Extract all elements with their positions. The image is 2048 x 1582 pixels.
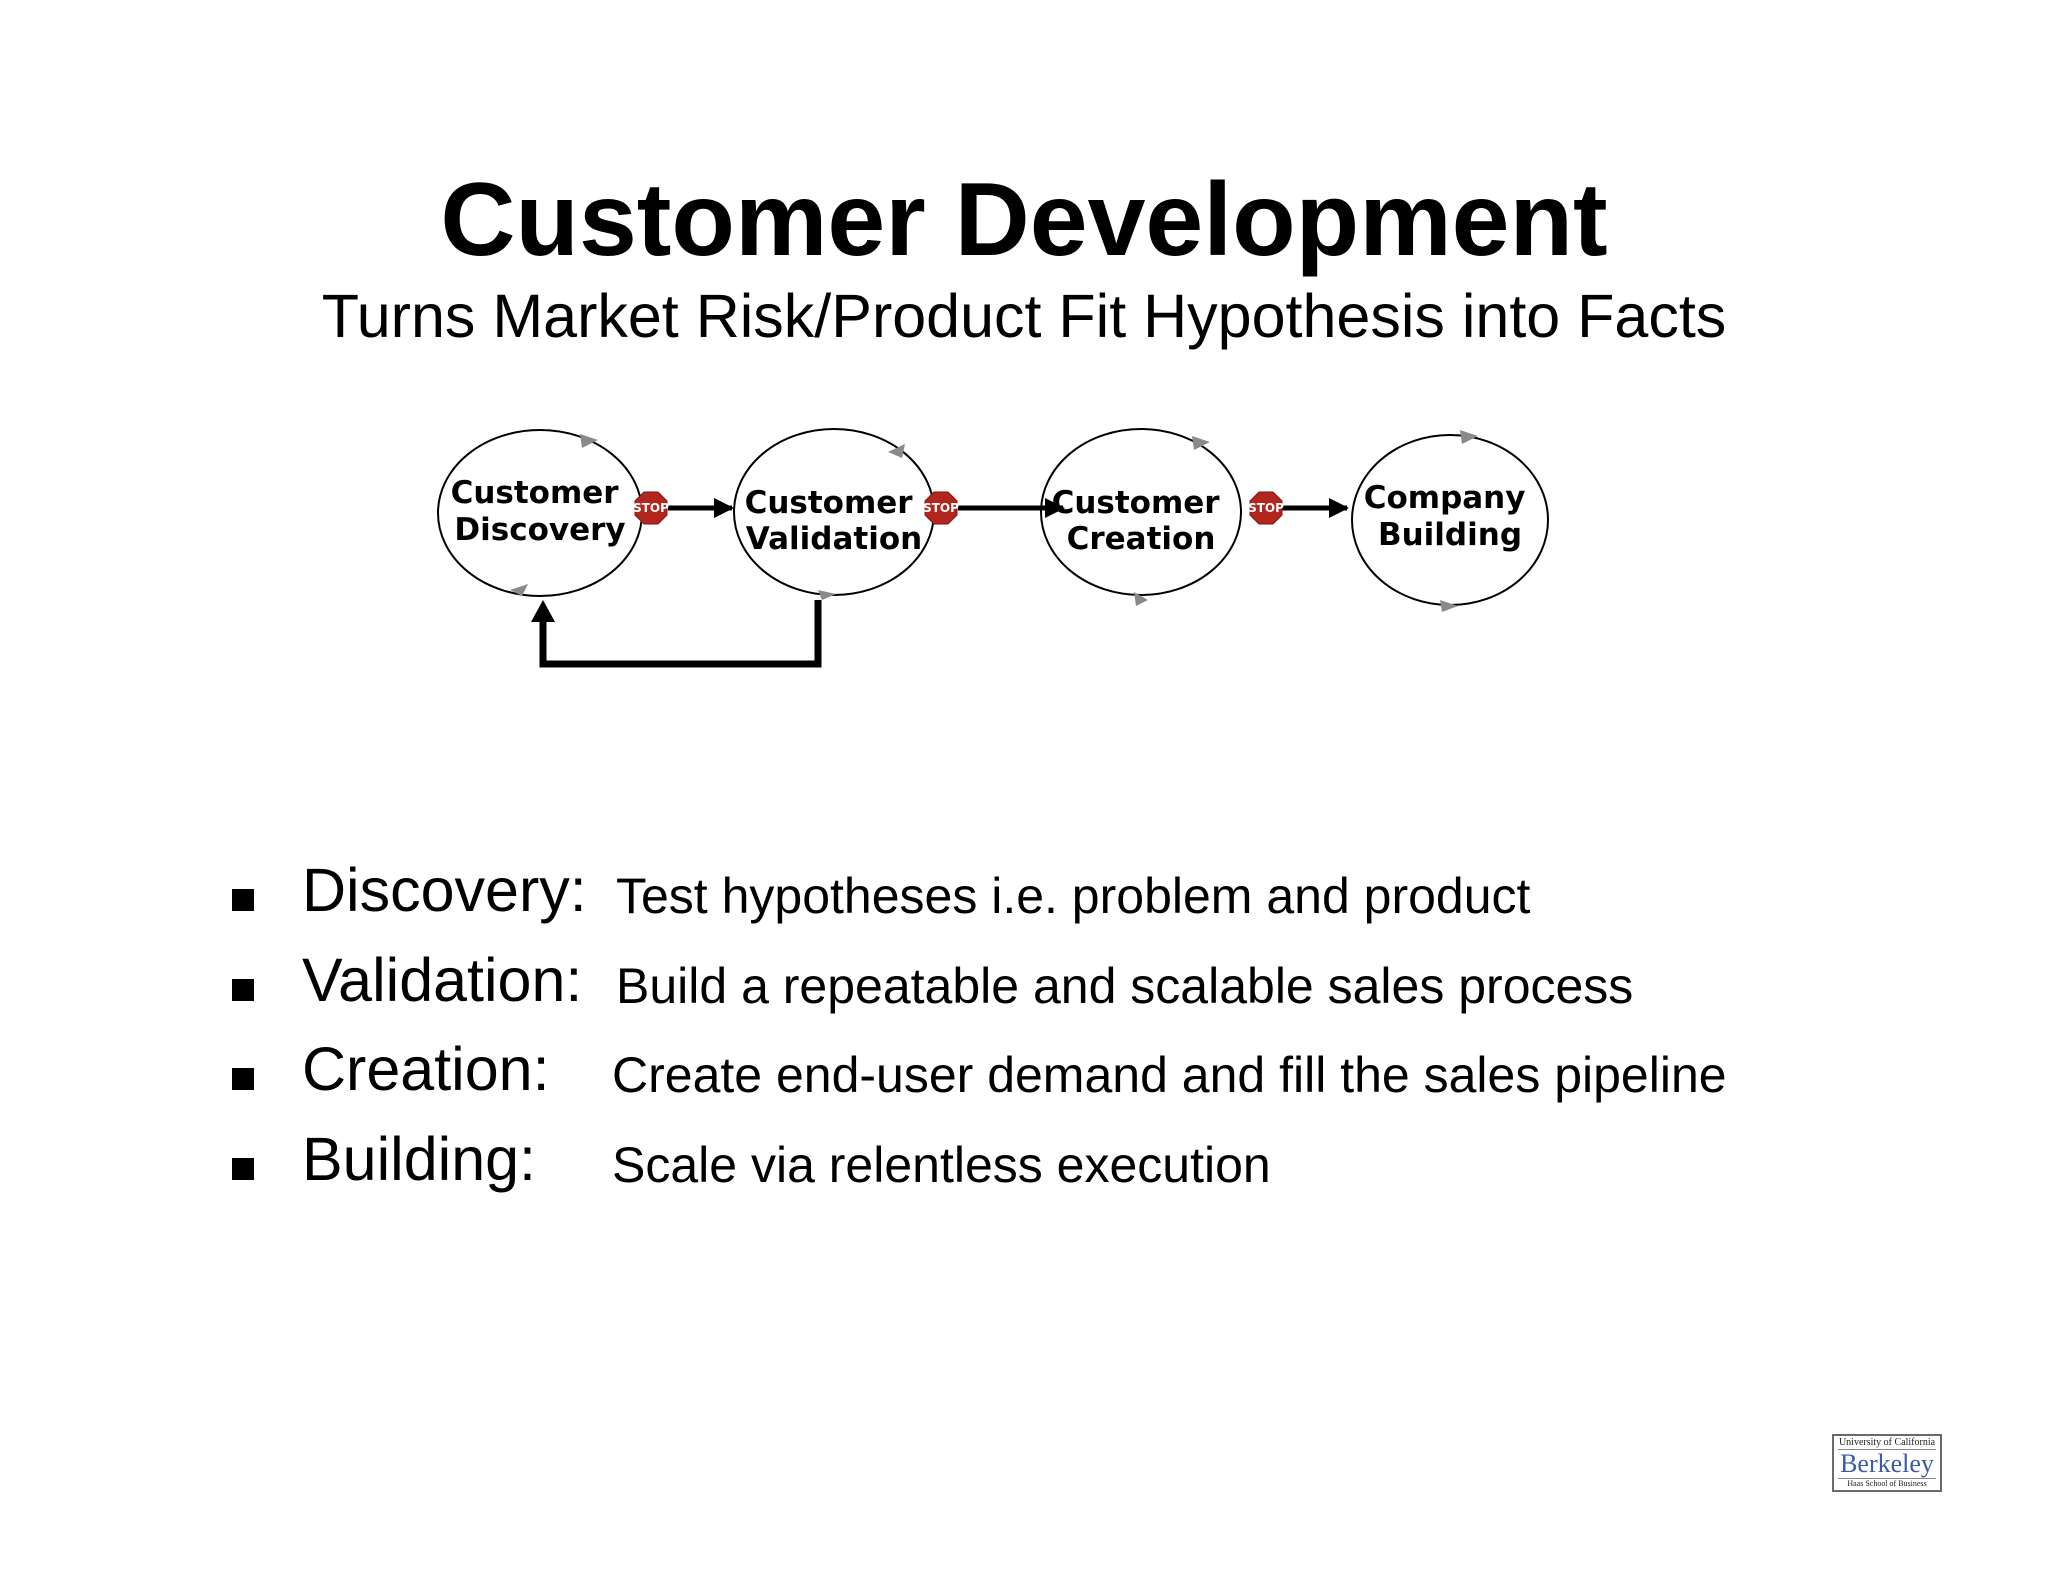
svg-text:Customer Discovery: Customer Discovery — [451, 475, 630, 548]
bullet-description: Scale via relentless execution — [612, 1137, 1271, 1193]
svg-text:Customer Validation: Customer Validation — [745, 485, 924, 557]
cycle-arrow-icon — [580, 434, 598, 448]
node-validation-line-2: Validation — [746, 521, 922, 557]
bullet-term: Building: — [302, 1125, 536, 1193]
stop-sign-text: STOP — [633, 501, 669, 515]
bullet-square-icon — [232, 1158, 254, 1180]
svg-text:Company Building: Company Building — [1364, 480, 1537, 553]
cycle-arrow-icon — [1460, 430, 1478, 444]
stop-sign-text: STOP — [923, 501, 959, 515]
cycle-arrowheads — [510, 430, 1478, 612]
bullet-term: Creation: — [302, 1035, 550, 1103]
svg-text:Customer Creation: Customer Creation — [1052, 485, 1231, 557]
bullet-description: Create end-user demand and fill the sale… — [612, 1047, 1727, 1103]
feedback-loop-arrow — [531, 600, 822, 668]
list-item: Building: Scale via relentless execution — [232, 1124, 1932, 1204]
stop-sign-icon: STOP — [923, 491, 959, 525]
slide-title: Customer Development — [440, 162, 1608, 278]
logo-top-text: University of California — [1838, 1437, 1936, 1450]
cycle-arrow-icon — [818, 590, 836, 600]
cycle-arrow-icon — [888, 444, 905, 458]
list-item: Discovery: Test hypotheses i.e. problem … — [232, 855, 1932, 935]
customer-development-diagram: Customer Discovery Customer Validation C… — [437, 428, 1549, 668]
node-creation: Customer Creation — [1040, 428, 1242, 596]
bullet-square-icon — [232, 1068, 254, 1090]
stop-sign-text: STOP — [1248, 501, 1284, 515]
cycle-arrow-icon — [1440, 600, 1458, 612]
bullet-square-icon — [232, 889, 254, 911]
cycle-arrow-icon — [1192, 436, 1210, 450]
node-creation-line-1: Customer — [1052, 485, 1221, 521]
cycle-arrow-icon — [510, 584, 528, 596]
logo-main-text: Berkeley — [1840, 1449, 1934, 1478]
bullet-square-icon — [232, 979, 254, 1001]
up-arrow-icon — [531, 600, 555, 622]
node-building: Company Building — [1351, 434, 1549, 606]
bullet-term: Discovery: — [302, 856, 587, 924]
list-item: Validation: Build a repeatable and scala… — [232, 945, 1932, 1025]
stop-sign-icon: STOP — [633, 491, 669, 525]
node-discovery: Customer Discovery — [437, 429, 643, 597]
stop-sign-icon: STOP — [1248, 491, 1284, 525]
node-creation-ellipse — [1040, 428, 1242, 596]
node-discovery-line-1: Customer — [451, 475, 620, 511]
node-building-line-1: Company — [1364, 480, 1526, 516]
node-validation: Customer Validation — [733, 428, 935, 596]
cycle-arrow-icon — [1134, 592, 1148, 606]
berkeley-haas-logo: University of California Berkeley Haas S… — [1832, 1434, 1942, 1492]
bullet-description: Test hypotheses i.e. problem and product — [616, 868, 1531, 924]
slide-subtitle: Turns Market Risk/Product Fit Hypothesis… — [321, 282, 1727, 350]
node-building-line-2: Building — [1378, 517, 1522, 553]
bullet-term: Validation: — [302, 946, 583, 1014]
logo-bottom-text: Haas School of Business — [1838, 1478, 1936, 1489]
node-creation-line-2: Creation — [1067, 521, 1216, 557]
list-item: Creation: Create end-user demand and fil… — [232, 1034, 1932, 1114]
node-discovery-line-2: Discovery — [454, 512, 625, 548]
bullet-description: Build a repeatable and scalable sales pr… — [616, 958, 1634, 1014]
node-validation-line-1: Customer — [745, 485, 914, 521]
